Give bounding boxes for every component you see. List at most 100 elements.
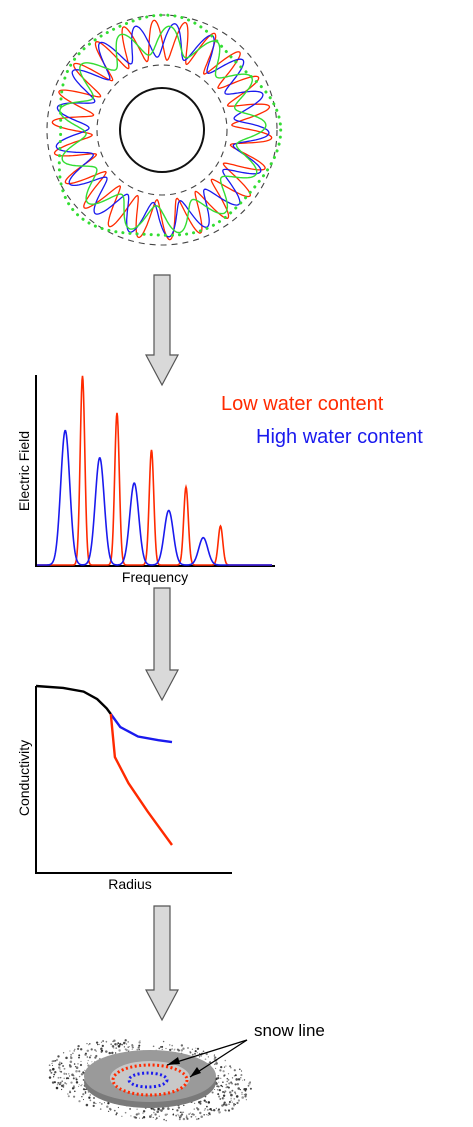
dust-particle: [213, 1054, 216, 1056]
dust-particle: [173, 1049, 175, 1051]
dust-particle: [224, 1109, 227, 1111]
dust-particle: [179, 1111, 182, 1114]
green-wave-ring: [59, 25, 267, 234]
dust-particle: [219, 1111, 221, 1113]
dust-particle: [218, 1095, 221, 1098]
dust-particle: [169, 1048, 172, 1052]
dust-particle: [240, 1073, 243, 1076]
dust-particle: [199, 1111, 202, 1115]
dust-particle: [222, 1081, 224, 1083]
dust-particle: [161, 1107, 165, 1110]
dust-particle: [249, 1087, 252, 1090]
dust-particle: [206, 1108, 209, 1111]
dust-particle: [49, 1069, 52, 1072]
dust-particle: [240, 1070, 243, 1072]
dust-particle: [242, 1079, 244, 1081]
dust-particle: [195, 1118, 198, 1121]
dust-particle: [130, 1115, 132, 1117]
dust-particle: [139, 1040, 141, 1042]
dust-particle: [128, 1049, 130, 1051]
dust-particle: [196, 1051, 198, 1054]
dust-particle: [203, 1113, 206, 1116]
dust-particle: [225, 1086, 227, 1089]
conductivity-common-line: [35, 684, 112, 715]
dust-particle: [51, 1081, 55, 1084]
dust-particle: [169, 1044, 171, 1046]
dust-particle: [78, 1084, 80, 1086]
dust-particle: [237, 1099, 241, 1102]
dust-particle: [236, 1101, 239, 1105]
dust-particle: [107, 1102, 110, 1105]
dust-particle: [212, 1108, 216, 1112]
dust-particle: [78, 1056, 80, 1059]
dust-particle: [89, 1099, 92, 1102]
down-arrow-2: [145, 587, 179, 702]
dust-particle: [142, 1112, 144, 1114]
dust-particle: [52, 1067, 55, 1071]
dust-particle: [155, 1118, 157, 1121]
dust-particle: [196, 1108, 200, 1111]
dust-particle: [194, 1050, 197, 1053]
dust-particle: [175, 1114, 178, 1117]
dust-particle: [54, 1059, 57, 1062]
dust-particle: [203, 1099, 206, 1102]
dust-particle: [215, 1062, 218, 1065]
dust-particle: [54, 1071, 57, 1074]
dust-particle: [216, 1089, 219, 1091]
dust-particle: [51, 1064, 54, 1067]
dust-particle: [202, 1050, 205, 1053]
dust-particle: [78, 1085, 80, 1087]
legend-high-water: High water content: [256, 426, 423, 448]
dust-particle: [223, 1101, 226, 1104]
dust-particle: [142, 1110, 146, 1113]
dust-particle: [73, 1050, 75, 1052]
dust-particle: [199, 1052, 201, 1055]
dust-particle: [115, 1043, 119, 1046]
dust-particle: [80, 1073, 84, 1076]
dust-particle: [98, 1043, 100, 1046]
dust-particle: [154, 1113, 157, 1116]
dust-particle: [67, 1093, 69, 1095]
dust-particle: [231, 1089, 234, 1092]
dust-particle: [60, 1088, 63, 1091]
dust-particle: [138, 1044, 141, 1047]
dust-particle: [57, 1055, 60, 1058]
dust-particle: [89, 1094, 91, 1096]
dust-particle: [48, 1064, 51, 1067]
pointer-arrowhead-2: [190, 1067, 201, 1077]
dust-particle: [86, 1042, 88, 1045]
dust-particle: [158, 1115, 160, 1117]
dust-particle: [230, 1099, 232, 1101]
dust-particle: [50, 1071, 53, 1074]
dust-particle: [232, 1104, 236, 1107]
dust-particle: [214, 1056, 217, 1059]
dust-particle: [161, 1045, 164, 1048]
dust-particle: [191, 1053, 194, 1056]
dust-particle: [84, 1088, 86, 1091]
dust-particle: [53, 1060, 55, 1062]
dust-particle: [86, 1049, 90, 1053]
dust-particle: [158, 1047, 161, 1050]
dust-particle: [183, 1104, 185, 1107]
dust-particle: [59, 1076, 62, 1079]
dust-particle: [244, 1087, 248, 1091]
dust-particle: [111, 1051, 114, 1054]
dust-particle: [229, 1065, 232, 1068]
dust-particle: [226, 1080, 229, 1083]
red-wave-ring: [51, 19, 273, 241]
dust-particle: [76, 1047, 80, 1051]
dust-particle: [243, 1079, 246, 1081]
dust-particle: [75, 1066, 79, 1069]
dust-particle: [100, 1050, 103, 1053]
dust-particle: [234, 1103, 236, 1106]
dust-particle: [203, 1109, 206, 1111]
dust-particle: [70, 1053, 73, 1056]
dust-particle: [92, 1104, 95, 1107]
dust-particle: [84, 1052, 87, 1055]
dust-particle: [60, 1070, 62, 1073]
dust-particle: [113, 1039, 116, 1042]
dust-particle: [74, 1065, 77, 1068]
dust-particle: [110, 1043, 113, 1046]
dust-particle: [121, 1115, 123, 1117]
